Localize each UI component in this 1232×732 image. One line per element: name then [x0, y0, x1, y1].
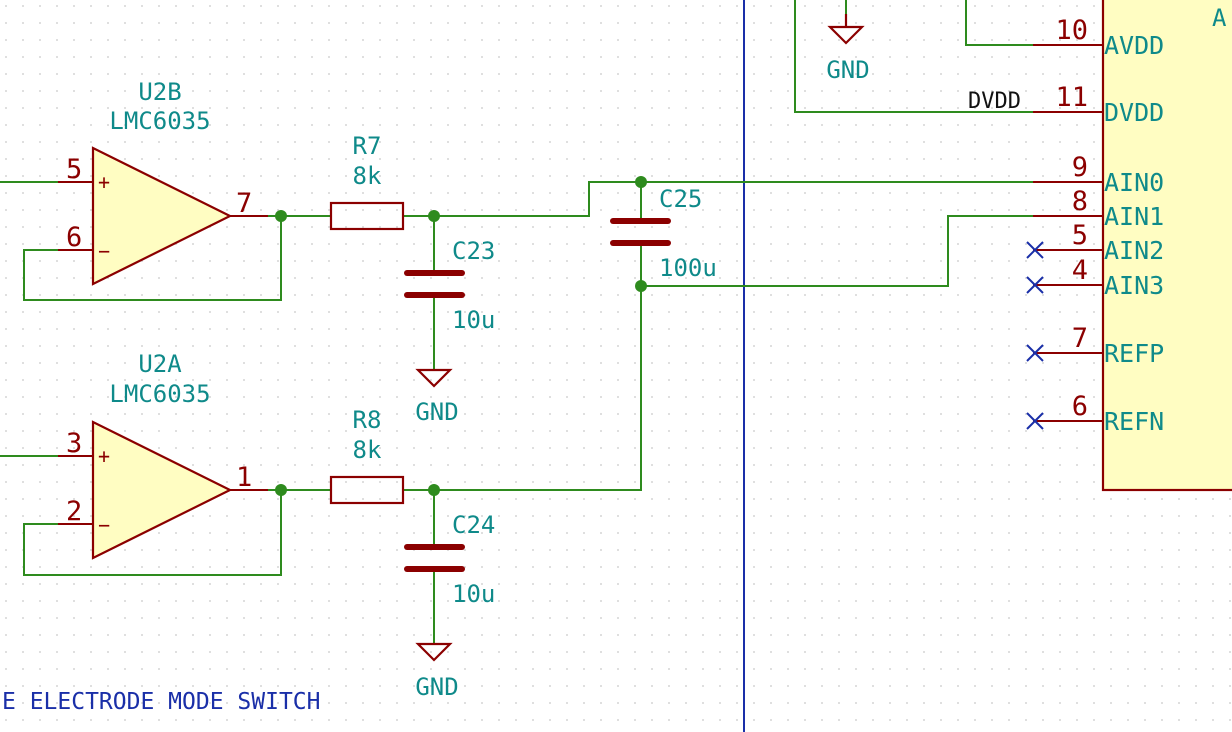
- opamp-u2b-pin6-number: 6: [66, 222, 82, 253]
- opamp-u2b-value: LMC6035: [109, 107, 210, 135]
- capacitor-c23-value: 10u: [452, 306, 495, 334]
- wire-u2a-feedback: [23, 490, 282, 576]
- resistor-r8-value: 8k: [353, 436, 382, 464]
- opamp-u2a-plus-sign: +: [98, 444, 110, 468]
- adc-pin-ain2-no-connect-icon: [1026, 241, 1044, 259]
- adc-pin-refp-number: 7: [1072, 323, 1088, 354]
- resistor-r7-reference: R7: [353, 132, 382, 160]
- wire-ain1: [641, 215, 1033, 287]
- junction-u2b-out: [275, 210, 287, 222]
- resistor-r7-body: [329, 201, 405, 231]
- opamp-u2b-minus-sign: −: [98, 239, 110, 263]
- section-title: E ELECTRODE MODE SWITCH: [2, 689, 321, 715]
- wire-dvdd: [794, 0, 1033, 113]
- capacitor-c23-reference: C23: [452, 237, 495, 265]
- wires-left: [0, 181, 642, 643]
- adc-ic-body: [1101, 0, 1232, 492]
- adc-pin-ain1-number: 8: [1072, 186, 1088, 217]
- opamp-u2a-value: LMC6035: [109, 380, 210, 408]
- wire-c23-to-c25: [434, 181, 641, 217]
- wire-u2b-feedback: [23, 216, 282, 301]
- adc-pin-ain2-name: AIN2: [1104, 236, 1164, 265]
- junction-c23: [428, 210, 440, 222]
- gnd-c23-label: GND: [415, 398, 458, 426]
- opamp-u2b-pin5-number: 5: [66, 154, 82, 185]
- resistor-r8-reference: R8: [353, 406, 382, 434]
- adc-pin-refn-number: 6: [1072, 391, 1088, 422]
- resistor-r7-value: 8k: [353, 162, 382, 190]
- capacitor-c24-reference: C24: [452, 511, 495, 539]
- opamp-u2a-body: [91, 420, 233, 560]
- adc-pin-ain2-number: 5: [1072, 220, 1088, 251]
- adc-pin-dvdd-number: 11: [1055, 82, 1088, 113]
- gnd-symbol-c23: GND: [415, 368, 459, 426]
- wire-avdd: [965, 0, 1033, 46]
- adc-pin-ain3-name: AIN3: [1104, 271, 1164, 300]
- resistor-r8-body: [329, 475, 405, 505]
- opamp-u2a-pin1-number: 1: [236, 462, 252, 493]
- adc-pin-ain0-number: 9: [1072, 152, 1088, 183]
- capacitor-c25[interactable]: C25 100u: [610, 185, 717, 282]
- adc-pin-ain3-number: 4: [1072, 255, 1088, 286]
- opamp-u2b-body: [91, 146, 233, 286]
- adc-pin-refp-name: REFP: [1104, 339, 1164, 368]
- adc-pin-avdd-number: 10: [1055, 15, 1088, 46]
- opamp-u2b-reference: U2B: [138, 78, 181, 106]
- opamp-u2a-pin3-number: 3: [66, 428, 82, 459]
- wire-c24-to-c25: [434, 286, 642, 491]
- adc-pin-avdd-name: AVDD: [1104, 31, 1164, 60]
- capacitor-c23[interactable]: C23 10u: [404, 237, 495, 334]
- adc-pin-ain3-no-connect-icon: [1026, 276, 1044, 294]
- adc-pin-refp-no-connect-icon: [1026, 344, 1044, 362]
- wires-right: [641, 0, 1033, 287]
- net-label-dvdd: DVDD: [968, 89, 1021, 114]
- capacitor-c25-value: 100u: [659, 254, 717, 282]
- resistor-r7[interactable]: R7 8k: [329, 132, 405, 231]
- adc-pin-ain1-name: AIN1: [1104, 202, 1164, 231]
- gnd-c24-label: GND: [415, 673, 458, 701]
- opamp-u2a-minus-sign: −: [98, 513, 110, 537]
- resistor-r8[interactable]: R8 8k: [329, 406, 405, 505]
- gnd-top-icon: [827, 25, 865, 45]
- adc-pin-refn-no-connect-icon: [1026, 412, 1044, 430]
- opamp-u2b[interactable]: + − 5 6 7 U2B LMC6035: [58, 78, 268, 286]
- gnd-symbol-c24: GND: [415, 642, 459, 701]
- opamp-u2a[interactable]: + − 3 2 1 U2A LMC6035: [58, 350, 268, 560]
- capacitor-c24[interactable]: C24 10u: [404, 511, 495, 608]
- adc-ic-reference: A: [1212, 4, 1227, 32]
- opamp-u2b-pin7-number: 7: [236, 188, 252, 219]
- junction-u2a-out: [275, 484, 287, 496]
- gnd-c23-icon: [415, 368, 453, 388]
- adc-pin-refn-name: REFN: [1104, 407, 1164, 436]
- junction-c24: [428, 484, 440, 496]
- opamp-u2a-pin2-number: 2: [66, 496, 82, 527]
- adc-pin-dvdd-name: DVDD: [1104, 98, 1164, 127]
- capacitor-c24-value: 10u: [452, 580, 495, 608]
- adc-pin-ain0-name: AIN0: [1104, 168, 1164, 197]
- opamp-u2a-reference: U2A: [138, 350, 182, 378]
- gnd-symbol-top: GND: [826, 0, 870, 84]
- capacitor-c25-reference: C25: [659, 185, 702, 213]
- gnd-c24-icon: [415, 642, 453, 662]
- opamp-u2b-plus-sign: +: [98, 170, 110, 194]
- gnd-top-label: GND: [826, 56, 869, 84]
